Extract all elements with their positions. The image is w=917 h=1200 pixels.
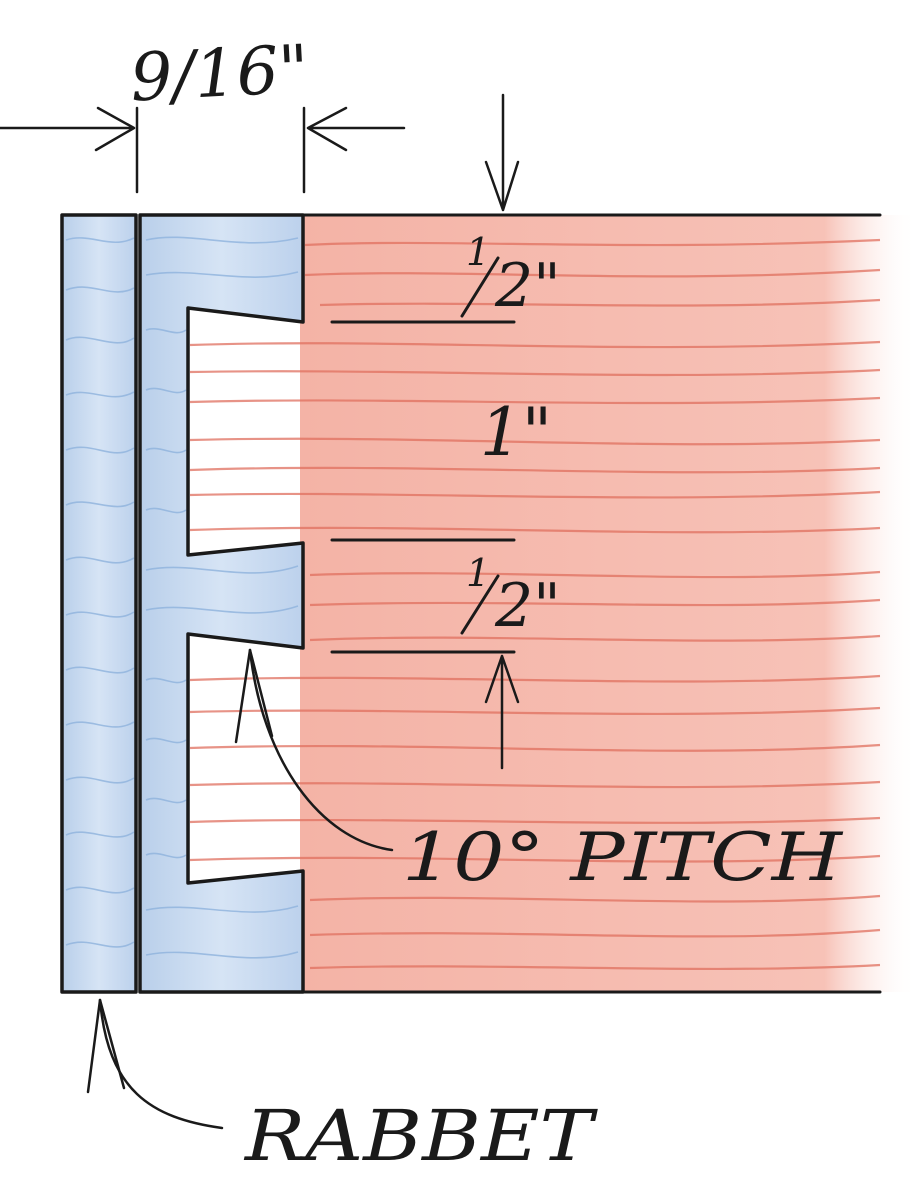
- up-arrow-icon: [484, 654, 520, 770]
- half-top-denominator: 2": [494, 251, 561, 321]
- rabbet-leader: [98, 998, 224, 1130]
- down-arrow-icon: [484, 93, 520, 212]
- tail-board: [189, 215, 917, 992]
- half-bottom-whole: 1: [466, 551, 490, 595]
- left-arrow-icon: [0, 106, 136, 152]
- rabbet-strip: [60, 213, 138, 994]
- tail-board-grain: [189, 238, 881, 971]
- rabbet-callout: RABBET: [86, 998, 598, 1177]
- rabbet-arrow-icon: [86, 998, 126, 1094]
- half-inch-top-dimension: 1 2": [330, 230, 561, 324]
- pitch-label: 10° PITCH: [402, 819, 844, 896]
- pin-board: [138, 213, 305, 994]
- pitch-leader: [248, 648, 394, 852]
- rabbet-label: RABBET: [243, 1095, 598, 1177]
- pitch-callout: 10° PITCH: [234, 648, 844, 896]
- half-bottom-denominator: 2": [494, 571, 561, 641]
- width-dimension-label: 9/16": [128, 30, 310, 116]
- right-arrow-icon: [306, 106, 406, 152]
- half-top-whole: 1: [466, 230, 490, 274]
- pitch-arrow-icon: [234, 648, 274, 744]
- half-inch-bottom-dimension: 1 2": [330, 538, 561, 770]
- width-dimension: 9/16": [0, 30, 406, 194]
- one-inch-label: 1": [480, 394, 552, 471]
